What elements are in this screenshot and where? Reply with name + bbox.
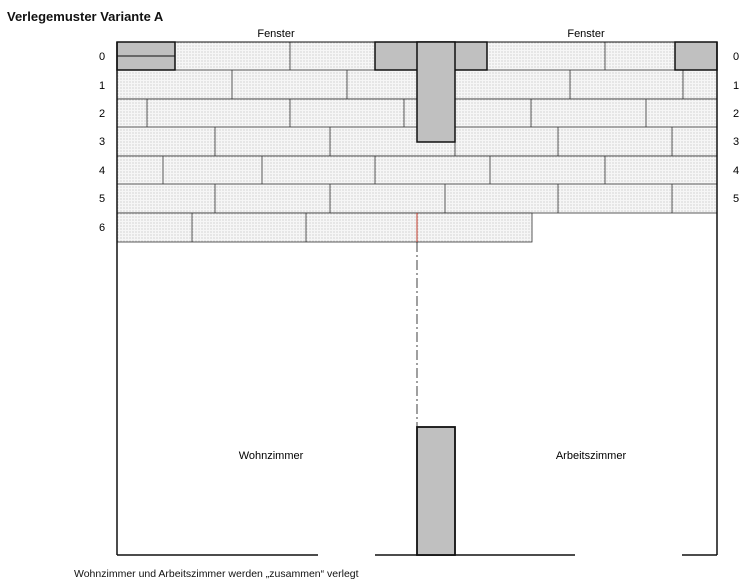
pillar-center-stem	[416, 41, 456, 143]
room-label-arbeitszimmer: Arbeitszimmer	[556, 450, 627, 462]
row-label-right: 3	[733, 136, 739, 148]
row-label-right: 5	[733, 193, 739, 205]
row-label-left: 4	[99, 165, 105, 177]
brick-row-5	[116, 183, 718, 214]
row-label-left: 5	[99, 193, 105, 205]
row-label-left: 3	[99, 136, 105, 148]
row-label-right: 1	[733, 80, 739, 92]
row-label-left: 2	[99, 108, 105, 120]
page-title: Verlegemuster Variante A	[7, 9, 164, 24]
row-label-right: 0	[733, 51, 739, 63]
room-label-wohnzimmer: Wohnzimmer	[239, 450, 304, 462]
brick-row-4	[116, 155, 718, 186]
row-label-right: 4	[733, 165, 739, 177]
window-label-right: Fenster	[567, 28, 605, 40]
window-label-left: Fenster	[257, 28, 295, 40]
row-label-left: 0	[99, 51, 105, 63]
row-label-left: 1	[99, 80, 105, 92]
row-label-left: 6	[99, 222, 105, 234]
room-walls	[116, 42, 718, 556]
footer-note: Wohnzimmer und Arbeitszimmer werden „zus…	[74, 568, 359, 580]
pillar-right	[674, 41, 718, 71]
grey-pillars	[116, 41, 718, 143]
row-label-right: 2	[733, 108, 739, 120]
brick-row-6	[116, 212, 533, 243]
pillar-bottom	[416, 426, 456, 556]
row-labels: 0 0 1 1 2 2 3 3 4 4 5 5 6	[99, 51, 739, 234]
